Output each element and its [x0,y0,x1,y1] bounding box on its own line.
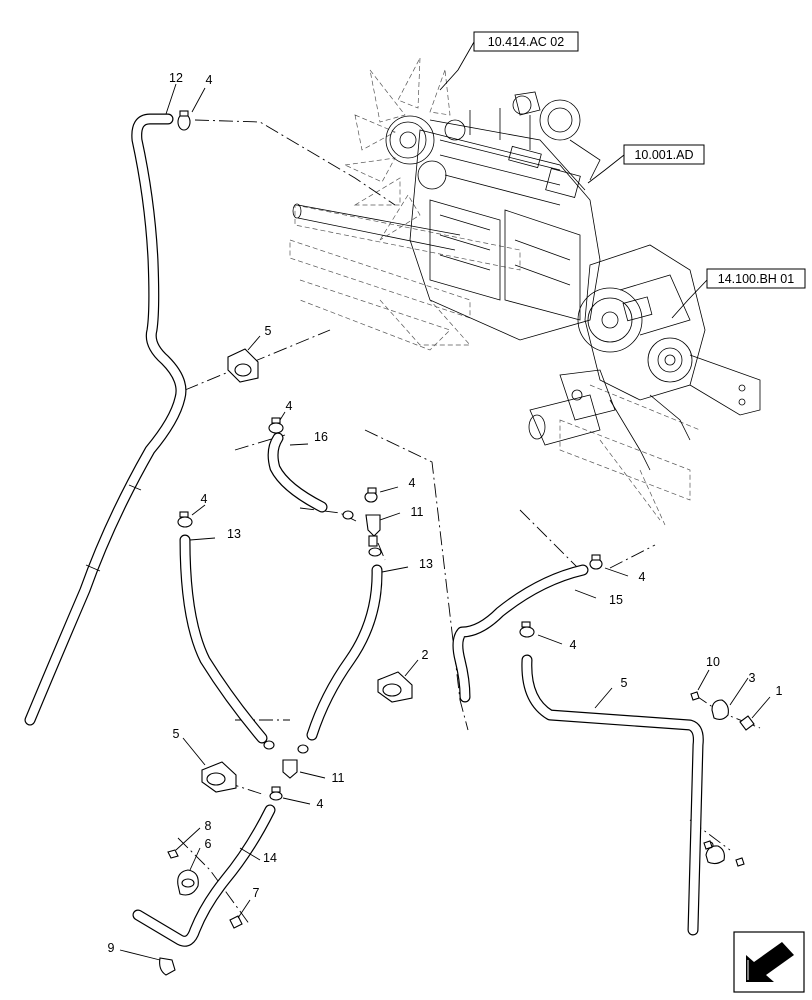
callout-7[interactable]: 7 [253,886,260,900]
callout-15[interactable]: 15 [609,593,623,607]
callout-4[interactable]: 4 [639,570,646,584]
callout-5[interactable]: 2 [422,648,429,662]
reference-text: 10.001.AD [634,148,693,162]
clip-bracket-icon[interactable] [159,957,176,976]
hose-clamp-icon[interactable] [519,621,535,638]
hose-clamp-icon[interactable] [177,511,193,528]
callout-3[interactable]: 10 [706,655,720,669]
callout-4[interactable]: 4 [570,638,577,652]
callout-4[interactable]: 4 [409,476,416,490]
callout-13[interactable]: 13 [419,557,433,571]
callout-13[interactable]: 13 [227,527,241,541]
hose-clamp-icon[interactable] [263,740,275,750]
arrow-nav-icon[interactable] [733,931,805,993]
clip-bracket-icon[interactable] [711,699,729,721]
callout-11[interactable]: 11 [411,505,424,519]
callout-4[interactable]: 4 [206,73,213,87]
reference-box-10414[interactable]: 10.414.AC 02 [473,31,579,52]
hose-clamp-icon[interactable] [589,554,603,570]
nut-icon[interactable] [703,840,713,850]
callout-labels: 12 4 5 4 16 4 11 4 13 13 4 15 4 5 10 3 1… [108,71,783,955]
clip-bracket-icon[interactable] [377,671,413,703]
callout-9[interactable]: 9 [108,941,115,955]
clip-bracket-icon[interactable] [227,348,259,383]
hose-10[interactable] [521,654,704,936]
tee-fitting-icon[interactable] [365,514,381,547]
callout-4[interactable]: 4 [201,492,208,506]
hose-clamp-icon[interactable] [297,744,309,754]
nut-icon[interactable] [690,691,700,701]
callout-4[interactable]: 4 [286,399,293,413]
callout-8[interactable]: 8 [205,819,212,833]
callout-5[interactable]: 5 [265,324,272,338]
hose-12[interactable] [24,113,187,726]
callout-16[interactable]: 16 [314,430,328,444]
nut-icon[interactable] [167,849,179,859]
callout-11[interactable]: 11 [332,771,345,785]
reference-text: 10.414.AC 02 [488,35,564,49]
callout-4[interactable]: 4 [317,797,324,811]
hose-clamp-icon[interactable] [177,110,191,131]
bolt-icon[interactable] [229,915,243,929]
tee-fitting-icon[interactable] [282,759,298,779]
callout-1[interactable]: 3 [749,671,756,685]
engine-illustration [289,57,761,526]
callout-14[interactable]: 14 [263,851,277,865]
clip-bracket-icon[interactable] [177,869,199,896]
leader-lines [119,83,771,961]
reference-box-10001[interactable]: 10.001.AD [623,144,705,165]
hose-14[interactable] [132,804,276,947]
callout-2[interactable]: 1 [776,684,783,698]
callout-6[interactable]: 6 [205,837,212,851]
callout-12[interactable]: 12 [169,71,183,85]
hose-clamp-icon[interactable] [368,547,382,557]
reference-box-14100[interactable]: 14.100.BH 01 [706,268,806,289]
callout-5[interactable]: 5 [173,727,180,741]
hose-16[interactable] [267,432,328,513]
hose-clamp-icon[interactable] [342,510,354,520]
callout-10[interactable]: 5 [621,676,628,690]
hose-clamp-icon[interactable] [364,487,378,503]
clip-bracket-icon[interactable] [201,761,237,793]
hose-clamp-icon[interactable] [269,786,283,801]
centerlines [177,119,761,926]
fan-icon [343,57,451,241]
hose-15[interactable] [452,564,589,703]
hose-13-right[interactable] [306,564,383,741]
bolt-icon[interactable] [739,715,755,731]
hose-clamp-icon[interactable] [268,417,284,434]
nut-icon[interactable] [735,857,745,867]
reference-text: 14.100.BH 01 [718,272,794,286]
hose-13-left[interactable] [179,534,268,744]
